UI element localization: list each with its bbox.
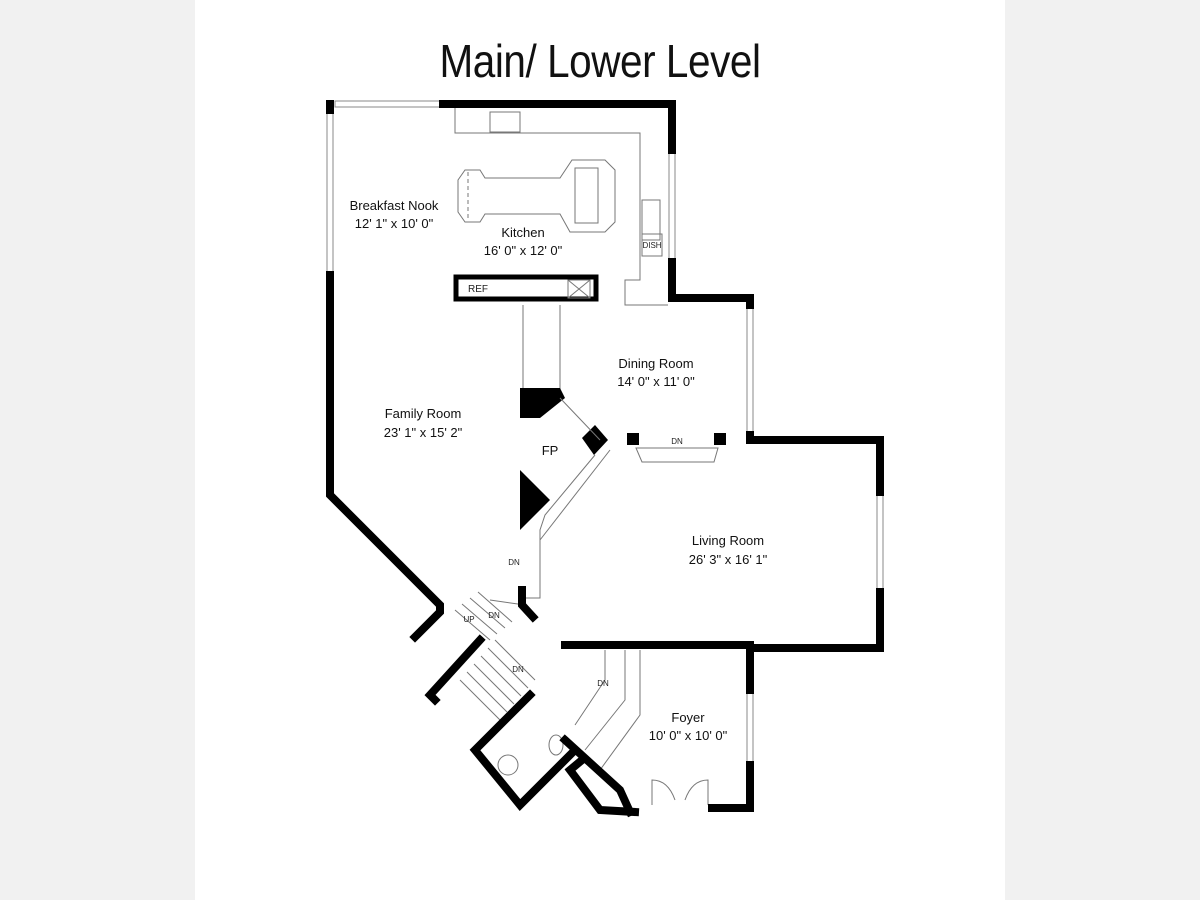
exterior-walls bbox=[326, 100, 884, 818]
powder-room-fixtures bbox=[497, 734, 709, 805]
dishwasher-label: DISH bbox=[642, 241, 661, 250]
room-dims-kitchen: 16' 0" x 12' 0" bbox=[484, 243, 563, 258]
fireplace-label: FP bbox=[542, 443, 559, 458]
room-name-family-room: Family Room bbox=[385, 406, 462, 421]
stair-up-label: UP bbox=[463, 615, 474, 624]
stair-dn-label-living: DN bbox=[671, 437, 683, 446]
room-dims-breakfast-nook: 12' 1" x 10' 0" bbox=[355, 216, 434, 231]
refrigerator-label: REF bbox=[468, 284, 488, 295]
room-name-breakfast-nook: Breakfast Nook bbox=[350, 198, 439, 213]
stairs bbox=[454, 591, 641, 771]
stair-dn-label-foyer: DN bbox=[597, 679, 609, 688]
plan-title: Main/ Lower Level bbox=[439, 35, 761, 87]
room-dims-dining-room: 14' 0" x 11' 0" bbox=[617, 374, 695, 389]
room-dims-foyer: 10' 0" x 10' 0" bbox=[649, 728, 728, 743]
stair-dn-label-hall: DN bbox=[488, 611, 500, 620]
room-dims-family-room: 23' 1" x 15' 2" bbox=[384, 425, 463, 440]
fireplace-chimney bbox=[520, 305, 719, 599]
room-name-dining-room: Dining Room bbox=[618, 356, 693, 371]
room-name-kitchen: Kitchen bbox=[501, 225, 544, 240]
room-dims-living-room: 26' 3" x 16' 1" bbox=[689, 552, 768, 567]
stair-dn-label-family: DN bbox=[508, 558, 520, 567]
kitchen-counters bbox=[453, 108, 668, 306]
stair-dn-label-lower: DN bbox=[512, 665, 524, 674]
room-name-foyer: Foyer bbox=[671, 710, 705, 725]
room-name-living-room: Living Room bbox=[692, 533, 764, 548]
